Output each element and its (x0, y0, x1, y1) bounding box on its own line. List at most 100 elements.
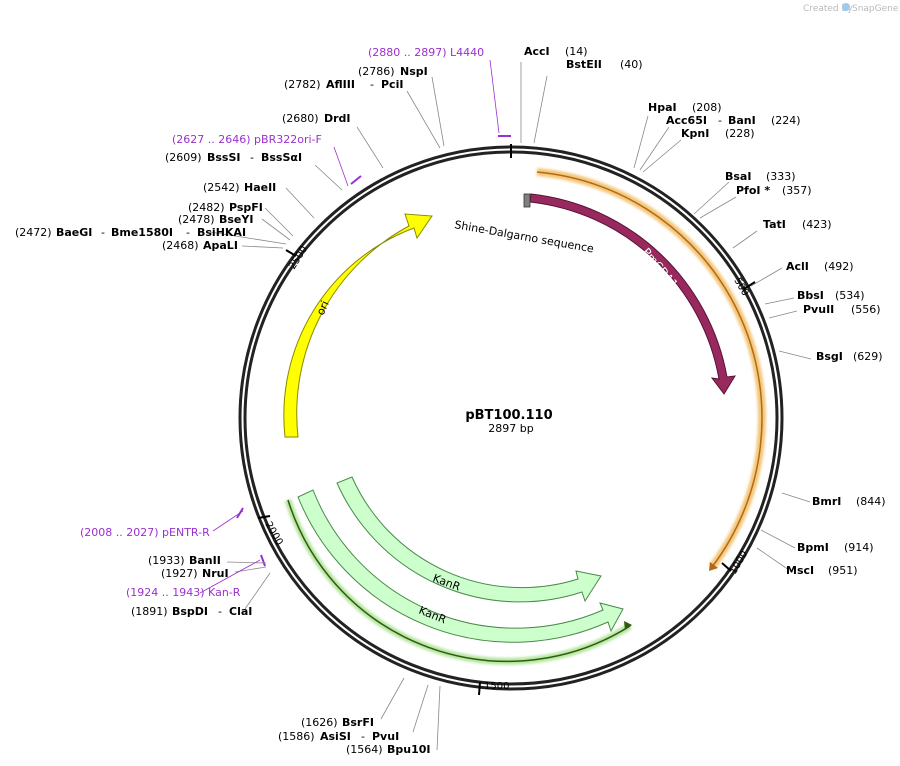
enzyme-bsssai-name: BssSαI (261, 151, 302, 164)
tick-label-1000: 1000 (728, 549, 750, 577)
enzyme-afliii-dash: - (370, 78, 374, 91)
enzyme-apali-pos: (2468) (162, 239, 199, 252)
enzyme-bsrfi-pos: (1626) (301, 716, 338, 729)
snapgene-logo-icon (842, 3, 850, 11)
highlight-arc-green-core (287, 499, 631, 663)
enzyme-bsteii-name: BstEII (566, 58, 602, 71)
enzyme-asisi-pos: (1586) (278, 730, 315, 743)
enzyme-baegi-name: BaeGI (56, 226, 92, 239)
enzyme-msci-pos: (951) (828, 564, 858, 577)
enzyme-bsssi-dash: - (250, 151, 254, 164)
highlight-arc-orange-core (536, 171, 763, 568)
highlight-arc-green-head (624, 621, 632, 630)
feature-ori-label: ori (314, 299, 332, 317)
enzyme-haeii-pos: (2542) (203, 181, 240, 194)
credit-text: Created by (803, 4, 853, 14)
enzyme-haeii-name: HaeII (244, 181, 276, 194)
enzyme-kpni-name: KpnI (681, 127, 709, 140)
enzyme-pvui-name: PvuI (372, 730, 399, 743)
enzyme-bsgi-name: BsgI (816, 350, 843, 363)
enzyme-bsai-name: BsaI (725, 170, 751, 183)
enzyme-nspi-name: NspI (400, 65, 428, 78)
enzyme-bsrfi-name: BsrFI (342, 716, 374, 729)
enzyme-bpu10i-pos: (1564) (346, 743, 383, 756)
enzyme-pvuii-name: PvuII (803, 303, 834, 316)
enzyme-kpni-pos: (228) (725, 127, 755, 140)
enzyme-baegi-dash2: - (186, 226, 190, 239)
enzyme-asisi-name: AsiSI (320, 730, 351, 743)
enzyme-hpai-name: HpaI (648, 101, 677, 114)
enzyme-bsssi-name: BssSI (207, 151, 241, 164)
enzyme-bseyi-pos: (2478) (178, 213, 215, 226)
enzyme-bpmi-pos: (914) (844, 541, 874, 554)
enzyme-nspi-pos: (2786) (358, 65, 395, 78)
tick-2000 (257, 515, 271, 519)
enzyme-bspdi-dash: - (218, 605, 222, 618)
tick-500 (743, 281, 756, 290)
feature-shine-dalgarno[interactable] (523, 193, 531, 208)
enzyme-tati-pos: (423) (802, 218, 832, 231)
enzyme-pspfi-pos: (2482) (188, 201, 225, 214)
enzyme-acc65i-name: Acc65I (666, 114, 707, 127)
enzyme-clai-name: ClaI (229, 605, 252, 618)
enzyme-pspfi-name: PspFI (229, 201, 263, 214)
enzyme-tati-name: TatI (763, 218, 786, 231)
primer-pbr322ori-f-label: (2627 .. 2646) pBR322ori-F (172, 133, 322, 146)
highlight-arc-orange-head (709, 562, 718, 571)
enzyme-acli-pos: (492) (824, 260, 854, 273)
enzyme-baegi-dash1: - (101, 226, 105, 239)
enzyme-bsai-pos: (333) (766, 170, 796, 183)
enzyme-acci-pos: (14) (565, 45, 588, 58)
tick-label-1500: 1500 (484, 681, 509, 692)
enzyme-bani-name: BanI (728, 114, 756, 127)
enzyme-bspdi-pos: (1891) (131, 605, 168, 618)
enzyme-bmri-name: BmrI (812, 495, 841, 508)
highlight-arc-orange (536, 168, 766, 570)
enzyme-nrui-name: NruI (202, 567, 229, 580)
enzyme-acci-name: AccI (524, 45, 550, 58)
feature-shine-dalgarno-label: Shine-Dalgarno sequence (453, 218, 595, 255)
enzyme-bsssi-pos: (2609) (165, 151, 202, 164)
enzyme-bbsi-pos: (534) (835, 289, 865, 302)
enzyme-asisi-dash: - (361, 730, 365, 743)
enzyme-nrui-pos: (1927) (161, 567, 198, 580)
enzyme-acc65i-dash: - (718, 114, 722, 127)
snapgene-credit: Created by SnapGene (803, 3, 899, 14)
feature-kanr-label-1: KanR (431, 572, 462, 594)
enzyme-acc65i-pos: (224) (771, 114, 801, 127)
tick-2500 (285, 249, 297, 257)
enzyme-bmri-pos: (844) (856, 495, 886, 508)
enzyme-afliii-pos: (2782) (284, 78, 321, 91)
feature-kanr-arrow-2[interactable] (297, 489, 624, 643)
leader-lines (199, 59, 812, 751)
enzyme-banii-pos: (1933) (148, 554, 185, 567)
tick-1000 (721, 562, 732, 572)
credit-brand: SnapGene (852, 4, 899, 14)
feature-ori-arrow[interactable] (283, 213, 433, 438)
primer-kan-r-label: (1924 .. 1943) Kan-R (126, 586, 241, 599)
enzyme-bsgi-pos: (629) (853, 350, 883, 363)
enzyme-drdi-pos: (2680) (282, 112, 319, 125)
enzyme-acli-name: AclI (786, 260, 809, 273)
enzyme-bpu10i-name: Bpu10I (387, 743, 431, 756)
enzyme-bme1580i-name: Bme1580I (111, 226, 173, 239)
enzyme-banii-name: BanII (189, 554, 221, 567)
primer-pbr322ori-f-mark (350, 175, 362, 185)
primer-pentr-r-label: (2008 .. 2027) pENTR-R (80, 526, 210, 539)
enzyme-bbsi-name: BbsI (797, 289, 824, 302)
enzyme-apali-name: ApaLI (203, 239, 238, 252)
enzyme-afliii-name: AflIII (326, 78, 355, 91)
feature-kanr-arrow-1[interactable] (336, 476, 602, 603)
enzyme-bseyi-name: BseYI (219, 213, 253, 226)
primer-kan-r-mark (260, 554, 266, 567)
plasmid-name: pBT100.110 (465, 408, 552, 423)
enzyme-drdi-name: DrdI (324, 112, 351, 125)
enzyme-bsihkai-name: BsiHKAI (197, 226, 246, 239)
feature-pmcda1-arrow[interactable] (529, 193, 736, 395)
enzyme-labels: (2880 .. 2897) L4440 AccI (14) BstEII (4… (15, 45, 886, 756)
enzyme-bspdi-name: BspDI (172, 605, 208, 618)
enzyme-baegi-pos: (2472) (15, 226, 52, 239)
enzyme-msci-name: MscI (786, 564, 814, 577)
primer-l4440-label: (2880 .. 2897) L4440 (368, 46, 484, 59)
